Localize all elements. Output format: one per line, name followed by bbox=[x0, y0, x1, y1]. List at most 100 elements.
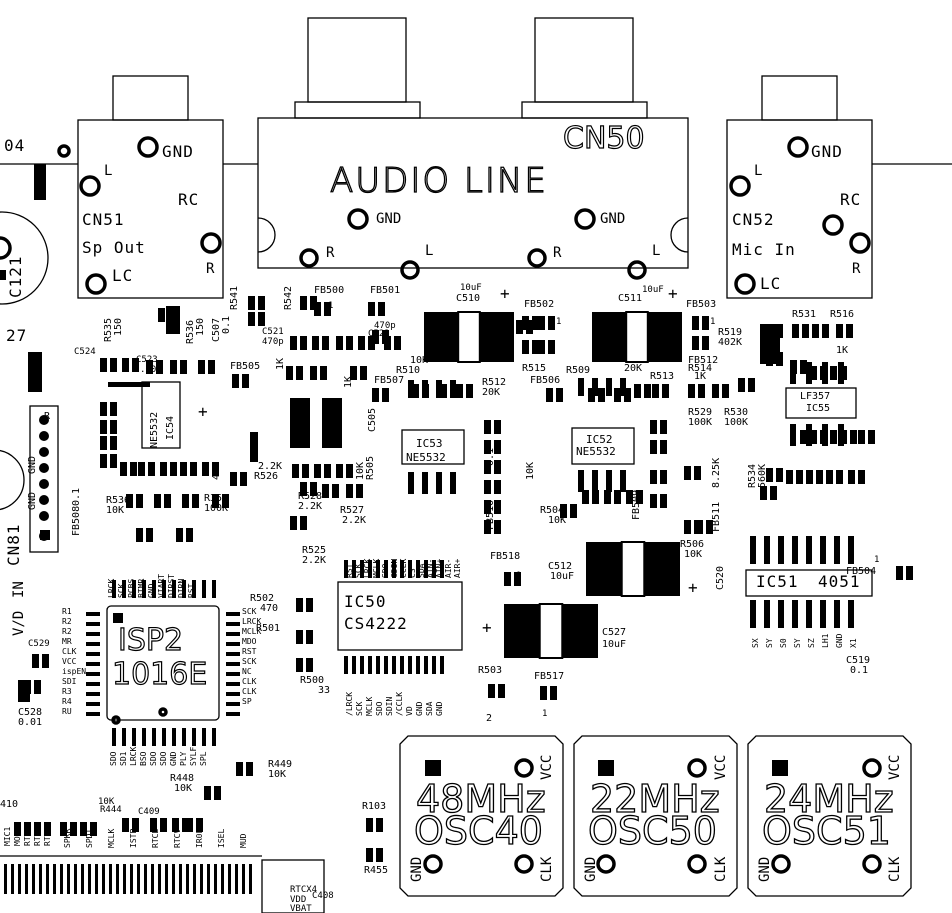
bottom-net-label: MUD bbox=[239, 833, 248, 848]
fb510-ref: FB510 bbox=[485, 499, 496, 530]
fb511-ref: FB511 bbox=[711, 501, 722, 532]
ic55-part: LF357 bbox=[800, 391, 831, 402]
smd-pad bbox=[516, 320, 523, 334]
smd-pad bbox=[494, 480, 501, 494]
fb509-ref: FB509 bbox=[631, 489, 642, 520]
smd-pad bbox=[136, 494, 143, 508]
smd-pad bbox=[440, 384, 447, 398]
ic54-part: NE5532 bbox=[149, 411, 160, 448]
through-hole-pad bbox=[687, 758, 707, 778]
isp-pin bbox=[152, 728, 156, 746]
cn52-r: R bbox=[852, 261, 861, 277]
c512-ref: C512 bbox=[548, 561, 573, 572]
smd-pad bbox=[582, 490, 589, 504]
smd-pad bbox=[306, 658, 313, 672]
smd-pad bbox=[366, 818, 373, 832]
smd-pad bbox=[484, 520, 491, 534]
cn50-flange-right bbox=[521, 101, 648, 119]
isp-pin bbox=[226, 682, 240, 686]
r514-ref: R514 bbox=[688, 363, 713, 374]
cn81-r: R bbox=[44, 411, 51, 422]
edge-connector-pin bbox=[32, 864, 35, 894]
ic50-top-pin-label: CDIN bbox=[390, 558, 399, 578]
smd-pad bbox=[196, 818, 203, 832]
smd-pad bbox=[100, 420, 107, 434]
smd-pad bbox=[190, 462, 197, 476]
smd-pad bbox=[598, 388, 605, 402]
smd-pad bbox=[906, 566, 913, 580]
smd-pad bbox=[156, 360, 163, 374]
ic50-part: CS4222 bbox=[344, 614, 408, 633]
smd-pad bbox=[494, 460, 501, 474]
smd-pad bbox=[202, 462, 209, 476]
ic51-outline bbox=[745, 569, 873, 597]
r519-ref: R519 bbox=[718, 327, 743, 338]
ic52-pin bbox=[578, 470, 584, 492]
ic51-pin bbox=[848, 600, 854, 628]
edge-connector-pin bbox=[60, 864, 63, 894]
smd-pad bbox=[806, 470, 813, 484]
c505-ref: C505 bbox=[367, 407, 378, 432]
c512-val: 10uF bbox=[550, 571, 575, 582]
polarity-plus: + bbox=[688, 578, 699, 597]
ic50-pin bbox=[432, 560, 436, 578]
edge-connector-pin bbox=[81, 864, 84, 894]
smd-pad bbox=[314, 302, 321, 316]
c528-ref: C528 bbox=[18, 707, 43, 718]
smd-pad bbox=[522, 316, 529, 330]
r536b-val: 150 bbox=[195, 317, 206, 336]
through-hole-pad bbox=[729, 175, 751, 197]
cn81-pin bbox=[39, 511, 49, 521]
r503-val: 2 bbox=[486, 713, 493, 724]
smd-pad bbox=[100, 454, 107, 468]
ic50-top-pin-label: SCK bbox=[354, 563, 363, 578]
smd-pad bbox=[296, 366, 303, 380]
isp-right-pin-label: MDO bbox=[242, 637, 257, 646]
through-hole-pad bbox=[687, 854, 707, 874]
smd-pad bbox=[540, 686, 547, 700]
ic55-pin bbox=[838, 362, 844, 384]
smd-pad bbox=[522, 340, 529, 354]
bottom-net-label: ISEL bbox=[217, 828, 226, 848]
isp-pin bbox=[226, 692, 240, 696]
cn81-pin bbox=[39, 415, 49, 425]
smd-pad bbox=[180, 360, 187, 374]
smd-pad bbox=[306, 598, 313, 612]
smd-pad bbox=[296, 658, 303, 672]
r449-val: 10K bbox=[268, 769, 287, 780]
smd-pad bbox=[868, 430, 875, 444]
c510-ref: C510 bbox=[456, 293, 481, 304]
bottom-net-label: IR0L bbox=[195, 828, 204, 848]
edge-connector-pin bbox=[249, 864, 252, 894]
ic51-pin bbox=[778, 600, 784, 628]
c527-body bbox=[562, 604, 598, 658]
ic50-bottom-pin-label: GND bbox=[435, 701, 444, 716]
smd-pad bbox=[322, 336, 329, 350]
ic51-pin-label: LH1 bbox=[821, 633, 830, 648]
cn50-mount-left bbox=[257, 217, 276, 253]
cn81-gnd1: GND bbox=[27, 455, 38, 474]
smd-pad bbox=[634, 384, 641, 398]
ic51-pin-label: SZ bbox=[807, 638, 816, 648]
ic51-pin-label: SY bbox=[793, 638, 802, 648]
smd-pad bbox=[702, 316, 709, 330]
osc51-vcc: VCC bbox=[887, 754, 903, 780]
isp-pin bbox=[86, 692, 100, 696]
smd-pad bbox=[800, 430, 807, 444]
smd-pad bbox=[258, 312, 265, 326]
osc50-clk: CLK bbox=[713, 856, 729, 882]
edge-connector-pin bbox=[137, 864, 140, 894]
smd-pad bbox=[550, 686, 557, 700]
ic52-pin bbox=[592, 378, 598, 396]
cn50-label: AUDIO LINE bbox=[329, 161, 548, 201]
smd-block bbox=[290, 398, 310, 448]
smd-pad bbox=[100, 436, 107, 450]
bottom-net-label: MCLK bbox=[107, 828, 116, 848]
ic50-pin bbox=[416, 560, 420, 578]
edge-connector-pin bbox=[123, 864, 126, 894]
fb512-ref: FB512 bbox=[688, 355, 719, 366]
isp-pin bbox=[202, 580, 206, 598]
smd-pad bbox=[198, 360, 205, 374]
cn51-outline bbox=[77, 119, 224, 299]
